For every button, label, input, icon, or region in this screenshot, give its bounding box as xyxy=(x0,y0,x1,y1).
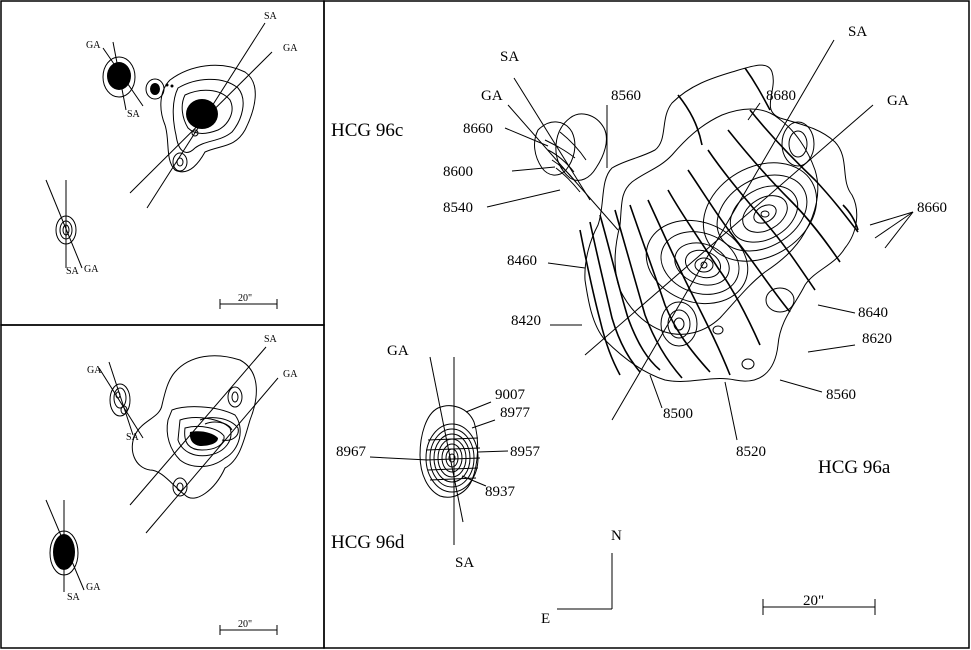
main-label-sa-d: SA xyxy=(455,555,474,571)
velocity-8660-a: 8660 xyxy=(917,200,947,216)
top-left-label-sa-d: SA xyxy=(66,266,80,277)
main-scale-bar: 20" xyxy=(762,593,876,615)
bottom-left-scale-bar: 20" xyxy=(219,619,278,635)
top-left-panel: GA SA SA GA SA GA 20" xyxy=(45,11,298,309)
velocity-8420: 8420 xyxy=(511,313,541,329)
main-label-sa-c: SA xyxy=(500,49,519,65)
bottom-left-label-sa-c: SA xyxy=(126,432,140,443)
main-label-ga-a: GA xyxy=(887,93,909,109)
velocity-8977: 8977 xyxy=(500,405,531,421)
top-left-slit-lines xyxy=(45,22,273,269)
velocity-8680: 8680 xyxy=(766,88,796,104)
velocity-8600: 8600 xyxy=(443,164,473,180)
main-leader-lines xyxy=(369,102,914,487)
velocity-8520: 8520 xyxy=(736,444,766,460)
main-slit-lines xyxy=(429,39,874,545)
velocity-8620: 8620 xyxy=(862,331,892,347)
velocity-8640: 8640 xyxy=(858,305,888,321)
velocity-8957: 8957 xyxy=(510,444,541,460)
main-galaxy-d-contours xyxy=(419,405,481,498)
bottom-left-label-sa-d: SA xyxy=(67,592,81,603)
compass: N E xyxy=(541,528,622,627)
bottom-left-panel-frame xyxy=(0,324,325,649)
bottom-left-contours-c xyxy=(109,383,131,417)
galaxy-label-96c: HCG 96c xyxy=(331,120,403,141)
top-left-label-sa-a: SA xyxy=(264,11,278,22)
velocity-8500: 8500 xyxy=(663,406,693,422)
bottom-left-label-sa-a: SA xyxy=(264,334,278,345)
top-left-label-ga-d: GA xyxy=(84,264,99,275)
main-scale-label: 20" xyxy=(803,593,824,609)
compass-north-label: N xyxy=(611,528,622,544)
bottom-left-slit-lines xyxy=(45,346,279,592)
velocity-8560-top: 8560 xyxy=(611,88,641,104)
velocity-8540: 8540 xyxy=(443,200,473,216)
top-left-scale-label: 20" xyxy=(238,293,252,304)
top-left-label-sa-c: SA xyxy=(127,109,141,120)
main-label-ga-c: GA xyxy=(481,88,503,104)
top-left-panel-frame xyxy=(0,0,325,326)
velocity-8660-c: 8660 xyxy=(463,121,493,137)
main-velocity-contours-a xyxy=(579,67,859,379)
top-left-label-ga-c: GA xyxy=(86,40,101,51)
bottom-left-label-ga-a: GA xyxy=(283,369,298,380)
bottom-left-label-ga-c: GA xyxy=(87,365,102,376)
top-left-contours-a xyxy=(160,64,256,173)
velocity-8560-bottom: 8560 xyxy=(826,387,856,403)
top-left-scale-bar: 20" xyxy=(219,293,278,309)
bottom-left-scale-label: 20" xyxy=(238,619,252,630)
velocity-8937: 8937 xyxy=(485,484,516,500)
top-left-label-ga-a: GA xyxy=(283,43,298,54)
bottom-left-panel: GA SA SA GA SA GA 20" xyxy=(45,334,298,635)
main-panel: HCG 96c HCG 96a HCG 96d SA GA SA GA GA S… xyxy=(331,24,947,627)
velocity-8460: 8460 xyxy=(507,253,537,269)
velocity-9007: 9007 xyxy=(495,387,526,403)
compass-east-label: E xyxy=(541,611,550,627)
bottom-left-label-ga-d: GA xyxy=(86,582,101,593)
bottom-left-contours-a xyxy=(131,355,257,499)
main-label-ga-d: GA xyxy=(387,343,409,359)
galaxy-label-96d: HCG 96d xyxy=(331,532,405,553)
galaxy-label-96a: HCG 96a xyxy=(818,457,891,478)
main-label-sa-a: SA xyxy=(848,24,867,40)
velocity-8967: 8967 xyxy=(336,444,367,460)
main-panel-frame xyxy=(323,0,970,649)
